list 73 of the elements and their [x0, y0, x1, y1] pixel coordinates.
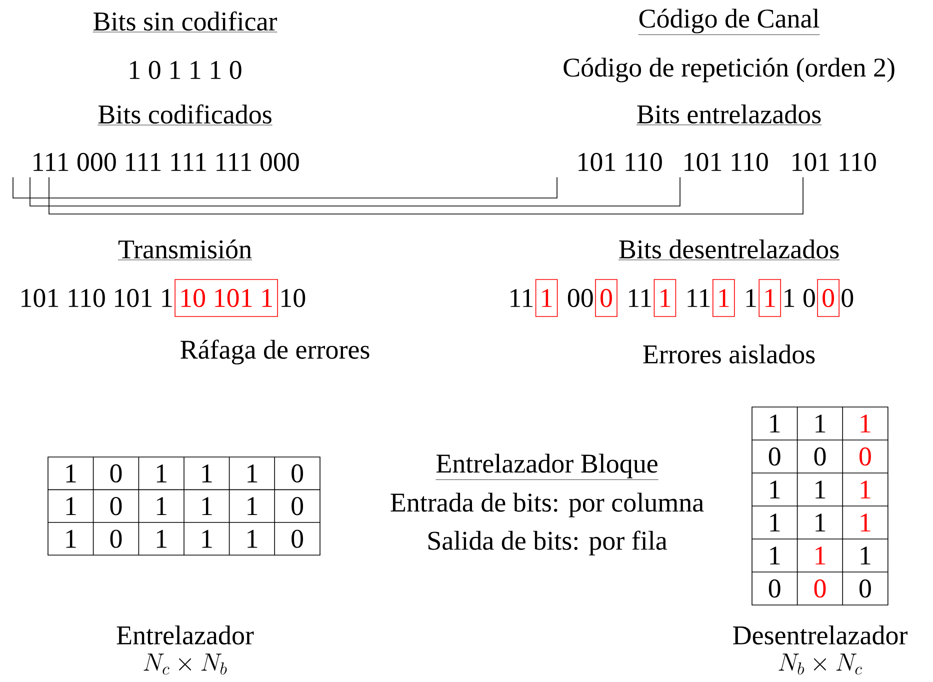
error-box: 10 101 1 [174, 279, 278, 317]
cell-value: 1 [248, 530, 258, 548]
cell-value: 1 [202, 530, 212, 548]
bit-sequence: 101 110 [792, 152, 876, 172]
table-caption: Entrelazador [116, 626, 254, 644]
connector-line [30, 176, 680, 206]
heading: Bits sin codificar [92, 11, 278, 32]
formula: $N_b \times N_c$ [778, 654, 862, 675]
bit-sequence: 0 [842, 288, 854, 308]
table-caption: Desentrelazador [733, 626, 908, 644]
cell-value: 0 [768, 447, 780, 466]
cell-value: 0 [860, 579, 871, 598]
cell-value: 1 [770, 480, 780, 498]
cell-value: 1 [770, 546, 780, 564]
error-box: 1 [535, 279, 558, 317]
cell-value: 1 [860, 480, 870, 498]
cell-value: 0 [768, 579, 780, 598]
heading: Bits codificados [97, 104, 273, 126]
cell-value: 1 [816, 480, 826, 498]
cell-value: 1 [770, 514, 780, 532]
cell-value: 1 [860, 514, 870, 532]
cell-value: 0 [292, 530, 304, 548]
cell-value: 0 [860, 447, 871, 466]
cell-value: 1 [770, 414, 780, 432]
formula: $N_c \times N_b$ [144, 654, 227, 675]
connector-line [48, 176, 804, 214]
cell-value: 1 [248, 464, 258, 482]
description-text: Salida de bits: por fila [428, 530, 668, 556]
cell-value: 1 [202, 497, 212, 516]
cell-value: 1 [66, 497, 76, 516]
cell-value: 1 [202, 464, 212, 482]
bit-sequence: 1 [746, 289, 756, 307]
cell-value: 1 [860, 414, 870, 432]
error-box: 0 [595, 279, 618, 317]
bit-sequence: 11 [688, 289, 710, 307]
heading: Bits entrelazados [636, 104, 822, 126]
cell-value: 0 [292, 464, 304, 483]
bit-sequence: 111 000 111 111 111 000 [34, 152, 299, 172]
cell-value: 0 [292, 497, 304, 516]
error-box: 1 [758, 279, 781, 317]
cell-value: 1 [816, 414, 826, 432]
bit-sequence: 1 0 [784, 288, 815, 308]
bit-sequence: 101 110 [684, 152, 768, 172]
heading: Bits desentrelazados [618, 240, 840, 260]
cell-value: 1 [816, 514, 826, 532]
cell-value: 1 [66, 530, 76, 548]
cell-value: 1 [156, 464, 166, 482]
caption-text: Errores aislados [643, 344, 815, 364]
bit-sequence: 11 [510, 289, 533, 307]
cell-value: 1 [816, 546, 826, 564]
cell-value: 1 [860, 546, 870, 564]
description-text: Código de repetición (orden 2) [564, 58, 894, 82]
cell-value: 0 [814, 447, 826, 466]
cell-value: 1 [156, 530, 166, 548]
cell-value: 0 [110, 530, 122, 548]
cell-value: 0 [110, 497, 122, 516]
bit-sequence: 00 [568, 288, 593, 308]
bit-sequence: 101 110 [578, 152, 662, 172]
error-box: 0 [817, 279, 840, 317]
cell-value: 1 [248, 497, 258, 516]
heading: Entrelazador Bloque [435, 454, 659, 480]
description-text: Entrada de bits: por columna [390, 492, 704, 518]
cell-value: 1 [156, 497, 166, 516]
heading: Transmisión [118, 239, 252, 260]
error-box: 1 [654, 279, 676, 317]
cell-value: 0 [814, 579, 826, 598]
connector-line [12, 176, 558, 198]
cell-value: 1 [66, 464, 76, 482]
bit-sequence: 1 0 1 1 1 0 [130, 60, 242, 80]
bit-sequence: 11 [628, 289, 651, 307]
error-box: 1 [712, 279, 735, 317]
heading: Código de Canal [638, 8, 820, 35]
cell-value: 0 [110, 464, 122, 483]
